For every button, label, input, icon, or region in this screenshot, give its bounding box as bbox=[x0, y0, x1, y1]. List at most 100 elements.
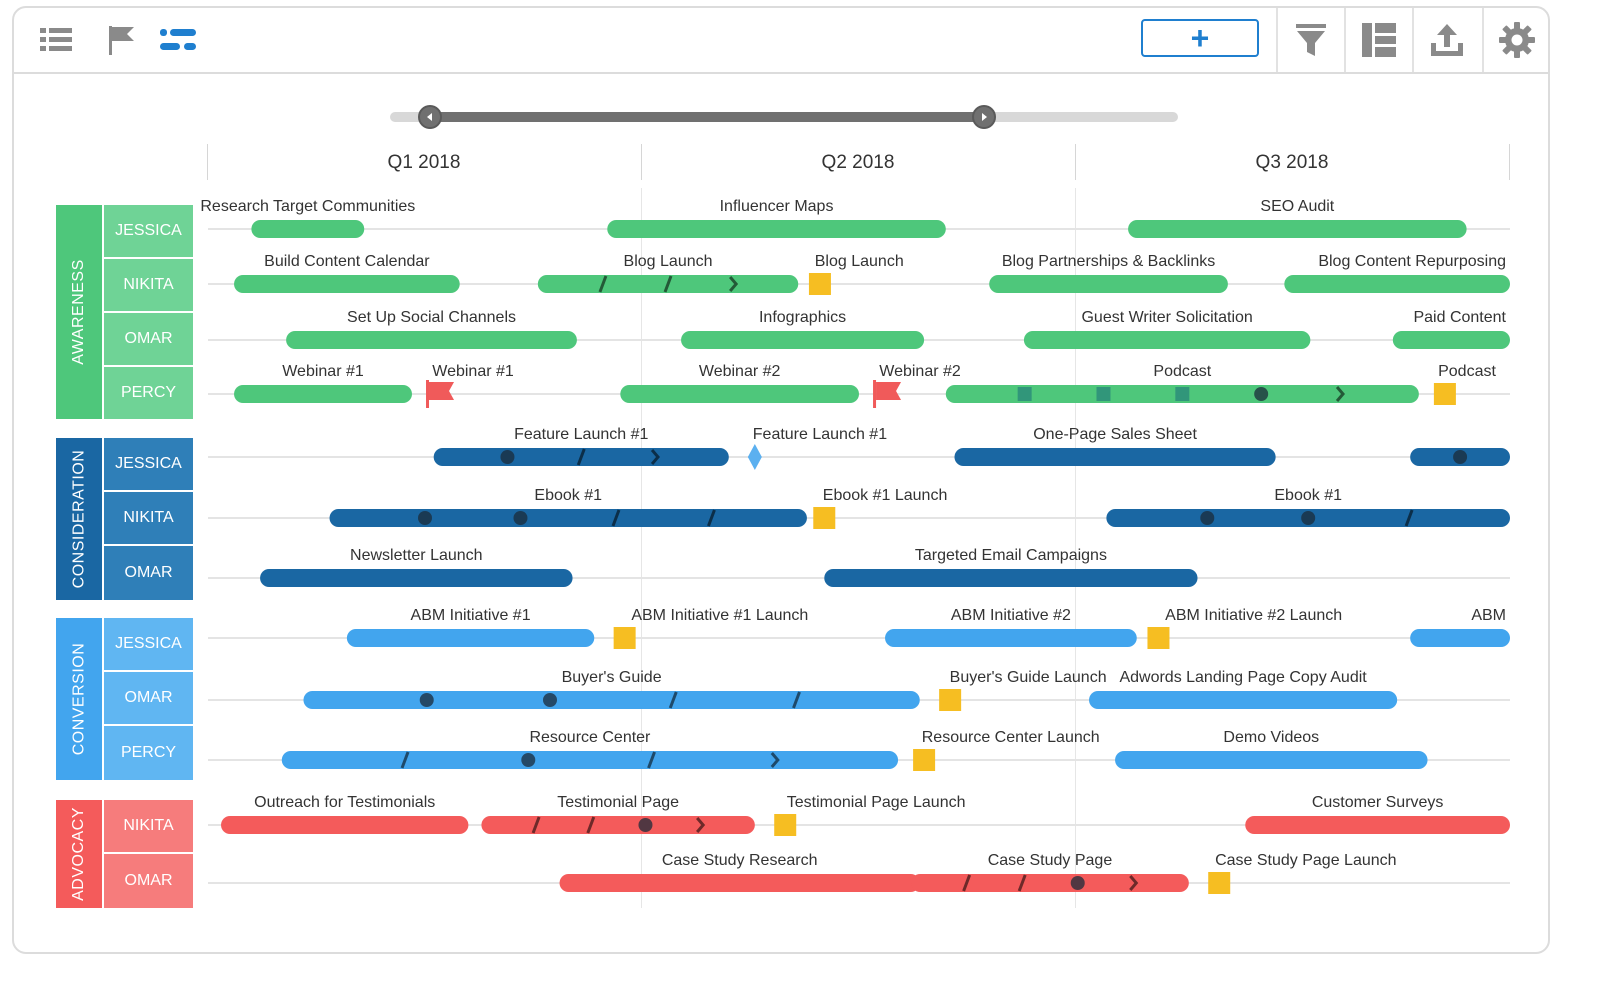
task-label: Webinar #2 bbox=[699, 363, 781, 380]
milestone-label: Buyer's Guide Launch bbox=[950, 669, 1107, 686]
task-label: Webinar #1 bbox=[282, 363, 364, 380]
task-label: One-Page Sales Sheet bbox=[1033, 426, 1197, 443]
task-bar[interactable] bbox=[234, 275, 460, 293]
task-bar[interactable] bbox=[1023, 331, 1311, 349]
task-bar[interactable] bbox=[234, 385, 412, 403]
task-bar[interactable] bbox=[286, 331, 577, 349]
task-marker-chevron bbox=[696, 817, 706, 833]
task-label: ABM bbox=[1471, 607, 1506, 624]
milestone-diamond-icon bbox=[747, 444, 762, 470]
lane-person-omar[interactable]: OMAR bbox=[104, 854, 193, 908]
task-marker-square bbox=[1017, 387, 1032, 401]
task-bar[interactable] bbox=[911, 874, 1189, 892]
task-marker-slash bbox=[611, 509, 621, 527]
task-bar[interactable] bbox=[281, 751, 899, 769]
lane-person-jessica[interactable]: JESSICA bbox=[104, 205, 193, 259]
task-marker-slash bbox=[1404, 509, 1414, 527]
milestone-label: ABM Initiative #1 Launch bbox=[631, 607, 808, 624]
task-label: Blog Launch bbox=[624, 253, 713, 270]
task-bar[interactable] bbox=[620, 385, 859, 403]
milestone-label: Podcast bbox=[1438, 363, 1496, 380]
task-label: Blog Partnerships & Backlinks bbox=[1002, 253, 1215, 270]
add-button[interactable]: + bbox=[1141, 19, 1259, 57]
task-label: Podcast bbox=[1153, 363, 1211, 380]
task-label: Infographics bbox=[759, 309, 846, 326]
task-marker-dot bbox=[1453, 450, 1468, 464]
gear-icon[interactable] bbox=[1484, 8, 1548, 72]
task-label: Outreach for Testimonials bbox=[254, 794, 435, 811]
task-marker-slash bbox=[707, 509, 716, 527]
lane-person-nikita[interactable]: NIKITA bbox=[104, 492, 193, 546]
flag-icon[interactable] bbox=[102, 8, 142, 72]
export-icon[interactable] bbox=[1414, 8, 1480, 72]
lane-group-consideration[interactable]: CONSIDERATION bbox=[56, 438, 102, 600]
task-marker-slash bbox=[576, 448, 586, 466]
task-bar[interactable] bbox=[1128, 220, 1467, 238]
toolbar: + bbox=[14, 8, 1548, 74]
milestone-square-icon bbox=[1208, 872, 1231, 894]
task-marker-chevron bbox=[770, 752, 780, 768]
task-bar[interactable] bbox=[559, 874, 920, 892]
task-marker-slash bbox=[962, 874, 972, 892]
layout-icon[interactable] bbox=[1346, 8, 1412, 72]
task-bar[interactable] bbox=[954, 448, 1276, 466]
milestone-label: Blog Launch bbox=[815, 253, 904, 270]
task-label: ABM Initiative #2 bbox=[951, 607, 1071, 624]
task-bar[interactable] bbox=[251, 220, 365, 238]
task-bar[interactable] bbox=[1115, 751, 1428, 769]
task-bar[interactable] bbox=[303, 691, 920, 709]
task-marker-dot bbox=[1301, 511, 1316, 525]
timeline-range-slider[interactable] bbox=[390, 105, 1178, 129]
lane-person-nikita[interactable]: NIKITA bbox=[104, 800, 193, 854]
lane-group-advocacy[interactable]: ADVOCACY bbox=[56, 800, 102, 908]
slider-handle-end[interactable] bbox=[972, 105, 996, 129]
task-label: Feature Launch #1 bbox=[514, 426, 648, 443]
task-label: Set Up Social Channels bbox=[347, 309, 516, 326]
task-label: Demo Videos bbox=[1223, 729, 1319, 746]
task-bar[interactable] bbox=[607, 220, 946, 238]
list-icon[interactable] bbox=[36, 8, 76, 72]
milestone-square-icon bbox=[808, 273, 831, 295]
lane-group-awareness[interactable]: AWARENESS bbox=[56, 205, 102, 419]
task-bar[interactable] bbox=[1410, 629, 1510, 647]
milestone-label: Feature Launch #1 bbox=[753, 426, 887, 443]
lane-person-omar[interactable]: OMAR bbox=[104, 313, 193, 367]
task-bar[interactable] bbox=[346, 629, 595, 647]
task-bar[interactable] bbox=[1245, 816, 1510, 834]
lane-person-nikita[interactable]: NIKITA bbox=[104, 259, 193, 313]
task-bar[interactable] bbox=[681, 331, 925, 349]
lane-person-percy[interactable]: PERCY bbox=[104, 367, 193, 419]
lane-person-omar[interactable]: OMAR bbox=[104, 672, 193, 726]
slider-range bbox=[430, 112, 988, 122]
milestone-label: Case Study Page Launch bbox=[1215, 852, 1396, 869]
task-marker-square bbox=[1096, 387, 1111, 401]
lane-person-omar[interactable]: OMAR bbox=[104, 546, 193, 600]
task-bar[interactable] bbox=[481, 816, 755, 834]
lane-group-conversion[interactable]: CONVERSION bbox=[56, 618, 102, 780]
milestone-square-icon bbox=[613, 627, 636, 649]
filter-icon[interactable] bbox=[1278, 8, 1344, 72]
task-bar[interactable] bbox=[824, 569, 1198, 587]
task-label: Resource Center bbox=[529, 729, 651, 746]
task-marker-slash bbox=[598, 275, 608, 293]
task-bar[interactable] bbox=[989, 275, 1228, 293]
task-label: Case Study Page bbox=[988, 852, 1113, 869]
timeline-icon[interactable] bbox=[158, 8, 198, 72]
task-bar[interactable] bbox=[260, 569, 573, 587]
task-marker-slash bbox=[668, 691, 678, 709]
milestone-square-icon bbox=[939, 689, 962, 711]
lane-person-percy[interactable]: PERCY bbox=[104, 726, 193, 780]
milestone-flag-icon bbox=[429, 382, 455, 400]
slider-handle-start[interactable] bbox=[418, 105, 442, 129]
lane-person-jessica[interactable]: JESSICA bbox=[104, 438, 193, 492]
task-label: Influencer Maps bbox=[720, 198, 834, 215]
task-bar[interactable] bbox=[329, 509, 807, 527]
task-bar[interactable] bbox=[1284, 275, 1510, 293]
task-bar[interactable] bbox=[885, 629, 1137, 647]
task-bar[interactable] bbox=[1392, 331, 1510, 349]
lane-person-jessica[interactable]: JESSICA bbox=[104, 618, 193, 672]
task-marker-dot bbox=[418, 511, 432, 525]
task-bar[interactable] bbox=[221, 816, 469, 834]
task-bar[interactable] bbox=[1089, 691, 1398, 709]
